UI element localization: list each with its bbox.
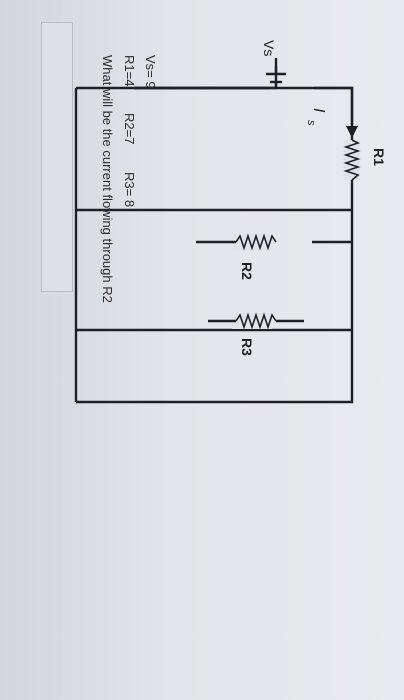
given-r1: R1=4 [122,55,137,87]
r1-label: R1 [371,148,387,166]
question-text: What will be the current flowing through… [100,55,115,303]
current-arrow [314,86,354,134]
r3-gap [232,313,272,329]
given-r2: R2=7 [122,113,137,145]
r1-gap [344,140,360,180]
r2-resistor [235,233,277,251]
current-arrowhead [346,126,358,138]
top-rail [134,86,354,404]
r2-label: R2 [239,262,255,280]
given-vs: Vs= 9 [143,55,158,89]
source-branch-wire [204,66,278,90]
r2-gap [232,234,272,250]
vs-label: Vs [261,40,277,56]
current-label: I [310,108,327,113]
current-subscript: s [305,120,317,126]
r1-resistor [343,139,361,181]
given-r3: R3= 8 [122,172,137,208]
r3-label: R3 [239,338,255,356]
r3-resistor [235,312,277,330]
answer-input[interactable] [41,22,73,292]
